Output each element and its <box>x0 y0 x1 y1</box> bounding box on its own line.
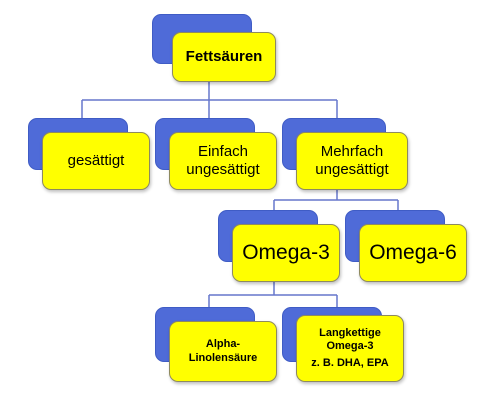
node-omega-6-label: Omega-6 <box>369 241 457 265</box>
node-gesaettigt: gesättigt <box>28 118 150 190</box>
node-long-line1: Langkettige <box>319 327 381 340</box>
node-mehrfach-ungesaettigt: Mehrfach ungesättigt <box>282 118 408 190</box>
node-omega-3: Omega-3 <box>218 210 340 282</box>
node-gesaettigt-label: gesättigt <box>67 152 125 169</box>
node-omega-6: Omega-6 <box>345 210 467 282</box>
node-einfach-line2: ungesättigt <box>186 161 260 178</box>
node-fettsaeuren-label: Fettsäuren <box>185 48 263 65</box>
node-ala-line2: Linolensäure <box>188 351 258 364</box>
node-ala-line1: Alpha- <box>205 338 241 351</box>
node-long-line3: z. B. DHA, EPA <box>311 356 389 369</box>
node-mehrfach-line2: ungesättigt <box>315 161 389 178</box>
node-fettsaeuren: Fettsäuren <box>152 14 276 82</box>
node-einfach-line1: Einfach <box>197 143 249 160</box>
node-omega-3-label: Omega-3 <box>242 241 330 265</box>
node-einfach-ungesaettigt: Einfach ungesättigt <box>155 118 277 190</box>
node-mehrfach-line1: Mehrfach <box>320 143 384 160</box>
node-alpha-linolensaeure: Alpha- Linolensäure <box>155 307 277 382</box>
node-langkettige-omega-3: Langkettige Omega-3 z. B. DHA, EPA <box>282 307 404 382</box>
node-long-line2: Omega-3 <box>326 340 374 353</box>
